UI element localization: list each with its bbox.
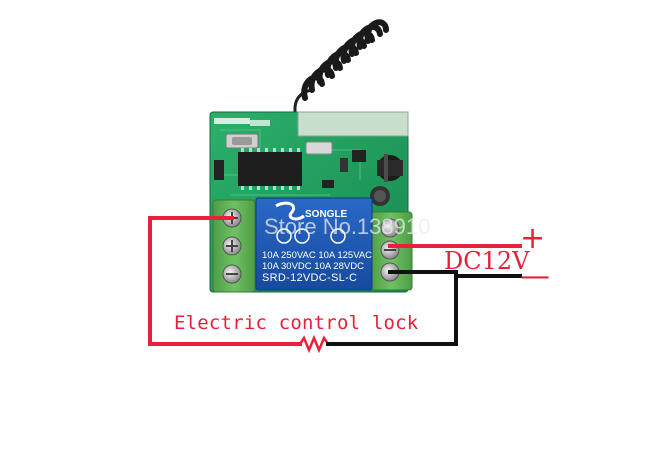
electric-lock-label: Electric control lock xyxy=(174,312,419,334)
voltage-label: DC12V xyxy=(444,247,530,275)
lock-resistor-symbol xyxy=(298,334,330,354)
negative-sign: — xyxy=(520,259,550,294)
relay xyxy=(255,197,373,291)
terminal-block-left xyxy=(212,199,256,293)
relay-model: SRD-12VDC-SL-C xyxy=(262,272,358,284)
wire-positive xyxy=(148,216,522,346)
wire-negative xyxy=(326,270,522,346)
relay-rating-row-1: 10A 250VAC 10A 125VAC xyxy=(262,250,373,261)
antenna-coil xyxy=(293,19,389,119)
store-watermark: Store No.138910 xyxy=(264,214,431,239)
relay-brand: SONGLE xyxy=(305,209,348,220)
relay-rating-row-2: 10A 30VDC 10A 28VDC xyxy=(262,261,364,272)
positive-sign: + xyxy=(520,221,546,256)
